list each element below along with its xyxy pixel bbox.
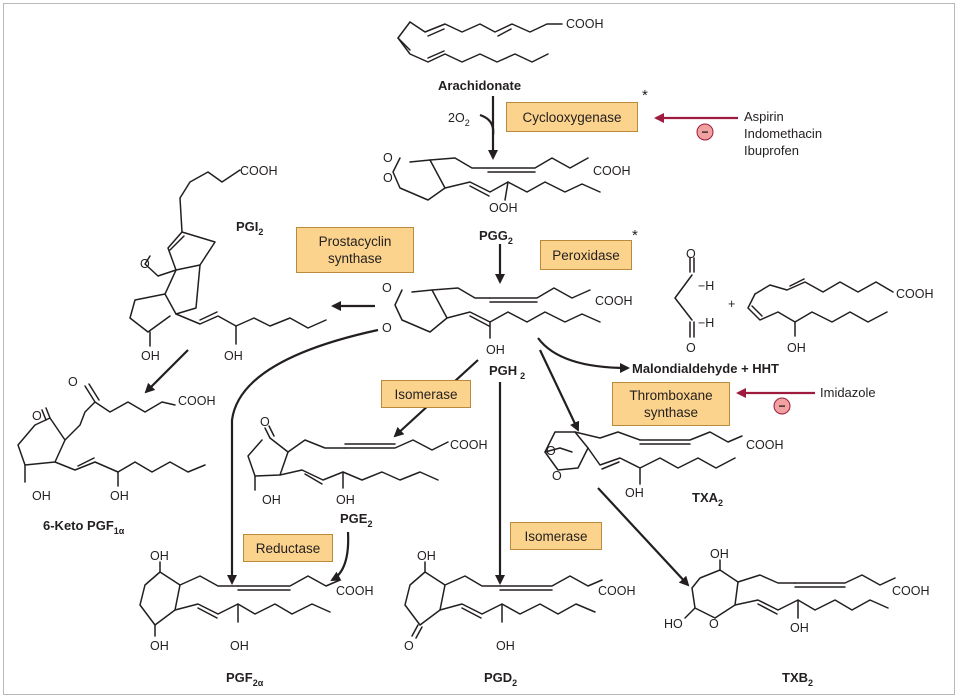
txa2-oh: OH [625,486,644,500]
pge2-label: PGE2 [340,511,372,529]
txa2-structure: O O COOH OH [544,431,784,500]
txb2-label: TXB2 [782,670,813,688]
txa2-bridge-o: O [546,444,556,458]
pgf2a-oh3: OH [230,639,249,653]
pgd2-structure: OH COOH O OH [404,549,636,653]
keto-oh1: OH [32,489,51,503]
pgh2-oh: OH [486,343,505,357]
keto-pgf1a-arrow [144,349,189,394]
pgd2-oh2: OH [496,639,515,653]
mda-h1: −H [698,279,714,293]
pgd2-oh1: OH [417,549,436,563]
pge2-oh1: OH [262,493,281,507]
pgg2-ooh: OOH [489,201,517,215]
plus-sign: + [728,297,735,311]
pgf2a-label: PGF2α [226,670,264,688]
pgd2-label: PGD2 [484,670,517,688]
txa2-ring-o: O [552,469,562,483]
txa2-cooh: COOH [746,438,784,452]
enzyme-isomerase-pge: Isomerase [381,380,471,408]
mda-h2: −H [698,316,714,330]
pgi2-oh1: OH [141,349,160,363]
txb2-oh2: OH [790,621,809,635]
pgf2a-direct-arrow [227,328,379,585]
arachidonate-cooh: COOH [566,17,604,31]
cox-asterisk: * [642,87,648,104]
keto-chain-o: O [68,375,78,389]
tx-inhibit-sign: − [778,399,785,413]
enzyme-reductase: Reductase [243,534,333,562]
tx-inhibit-icon [773,397,791,415]
pgh2-peroxide-o2: O [382,321,392,335]
figure-frame [3,3,955,695]
pgi2-ring-o: O [140,257,150,271]
txb2-ring-o: O [709,617,719,631]
arachidonate-label: Arachidonate [438,78,521,93]
o2-input-arrow [479,113,495,136]
keto-oh2: OH [110,489,129,503]
mda-hht-label: Malondialdehyde + HHT [632,361,779,376]
pge2-oh2: OH [336,493,355,507]
drug-imidazole: Imidazole [820,385,876,400]
pgg2-peroxide-o1: O [383,151,393,165]
txb2-ho: HO [664,617,683,631]
pgg2-cooh: COOH [593,164,631,178]
txa2-arrow [539,349,580,432]
pgh2-structure: O O COOH OH [382,281,633,357]
pge2-cooh: COOH [450,438,488,452]
oxygen-reagent: 2O2 [448,111,470,128]
drug-aspirin: Aspirin [744,109,784,124]
txa2-label: TXA2 [692,490,723,508]
keto-pgf1a-label: 6-Keto PGF1α [43,518,125,536]
keto-ring-o: O [32,409,42,423]
hht-structure: COOH OH [747,278,934,355]
drug-indomethacin: Indomethacin [744,126,822,141]
arachidonate-structure: COOH [397,17,604,63]
pgd2-cooh: COOH [598,584,636,598]
keto-cooh: COOH [178,394,216,408]
reductase-reaction-arrow [330,531,350,581]
pge2-ring-o: O [260,415,270,429]
mda-o2: O [686,341,696,355]
drug-ibuprofen: Ibuprofen [744,143,799,158]
pgi2-label: PGI2 [236,219,263,237]
mda-hht-arrow [537,337,630,373]
txb2-structure: OH HO O COOH OH [664,547,930,635]
hht-cooh: COOH [896,287,934,301]
pgi2-structure: COOH O OH OH [129,164,327,363]
pgd2-ring-o: O [404,639,414,653]
txb2-cooh: COOH [892,584,930,598]
pge2-structure: O COOH OH OH [247,415,488,507]
pgg2-label: PGG2 [479,228,513,246]
pgf2a-structure: OH COOH OH OH [139,549,374,653]
malondialdehyde-structure: O −H −H O [674,247,714,355]
enzyme-isomerase-pgd: Isomerase [510,522,602,550]
pgf2a-oh2: OH [150,639,169,653]
pgg2-peroxide-o2: O [383,171,393,185]
pgf2a-oh1: OH [150,549,169,563]
peroxidase-asterisk: * [632,227,638,244]
cox-inhibit-icon [696,123,714,141]
pgf2a-cooh: COOH [336,584,374,598]
pgi2-cooh: COOH [240,164,278,178]
txb2-arrow [597,487,690,587]
enzyme-peroxidase: Peroxidase [540,240,632,270]
cox-inhibit-sign: − [701,125,708,139]
txb2-oh1: OH [710,547,729,561]
pgh2-peroxide-o1: O [382,281,392,295]
pgi2-oh2: OH [224,349,243,363]
keto-pgf1a-structure: O O COOH OH OH [17,375,216,503]
enzyme-cyclooxygenase: Cyclooxygenase [506,102,638,132]
mda-o1: O [686,247,696,261]
pgg2-structure: O O COOH OOH [383,151,631,215]
pgh2-cooh: COOH [595,294,633,308]
hht-oh: OH [787,341,806,355]
